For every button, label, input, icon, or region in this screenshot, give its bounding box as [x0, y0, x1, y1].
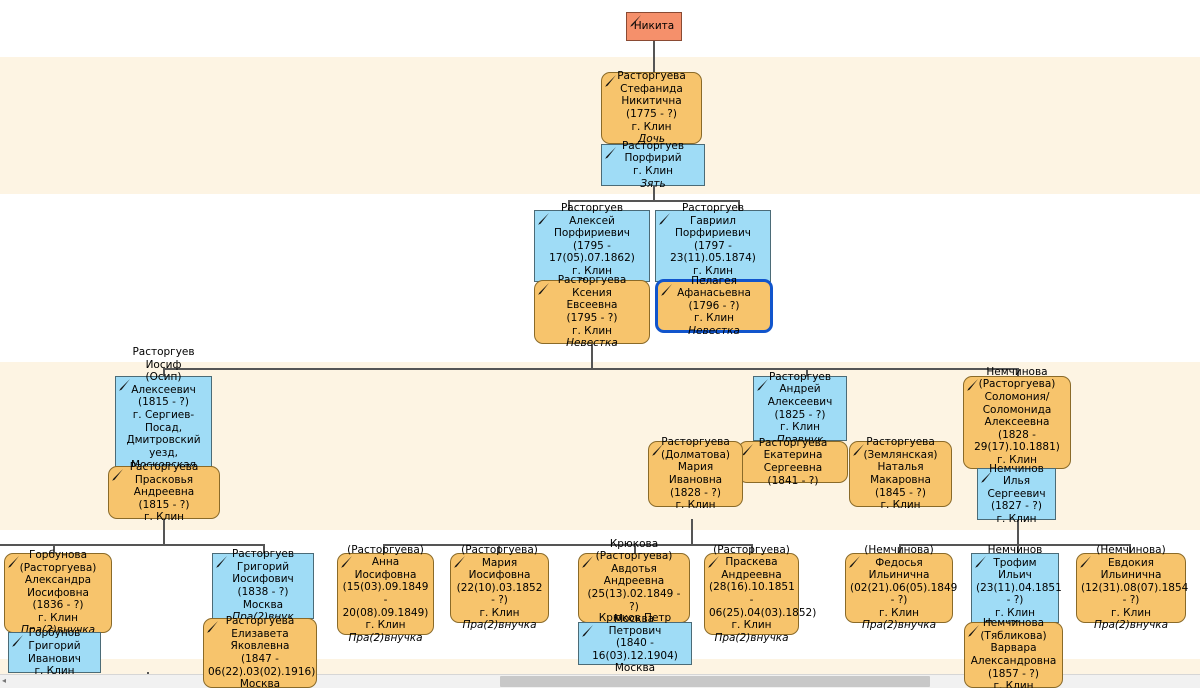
person-card-nikita[interactable]: Никита	[626, 12, 682, 41]
person-name-lines: (Расторгуева) Праскева Андреевна (28(16)…	[709, 543, 817, 632]
person-relation-label: Пра(2)внучка	[462, 619, 537, 632]
person-relation-label: Пра(2)внучка	[1093, 619, 1169, 632]
person-name-lines: Немчинов Илья Сергеевич (1827 - ?) г. Кл…	[987, 462, 1046, 525]
person-card-nemchinova-evdokiya[interactable]: (Немчинова) Евдокия Ильинична (12(31).08…	[1076, 544, 1188, 631]
person-name-lines: Расторгуев Андрей Алексеевич (1825 - ?) …	[767, 370, 833, 434]
person-card-rastorgueva-stefanida[interactable]: Расторгуева Стефанида Никитична (1775 - …	[601, 70, 702, 146]
person-name-lines: Расторгуев Алексей Порфириевич (1795 - 1…	[549, 201, 635, 277]
person-card-rastorguev-gavriil[interactable]: Расторгуев Гавриил Порфириевич (1797 - 2…	[655, 202, 771, 289]
person-name-lines: (Немчинова) Евдокия Ильинична (12(31).08…	[1081, 543, 1189, 619]
person-card-rastorgueva-praskovya[interactable]: Расторгуева Прасковья Андреевна (1815 - …	[108, 461, 220, 523]
connector-line	[634, 544, 636, 553]
person-name-lines: (Немчинова) Федосья Ильинична (02(21).06…	[850, 543, 958, 619]
connector-line	[163, 368, 1019, 370]
scrollbar-thumb[interactable]	[500, 676, 930, 687]
person-relation-label: Невестка	[688, 324, 740, 337]
connector-line	[1017, 519, 1019, 544]
person-name-lines: Расторгуева Стефанида Никитична (1775 - …	[617, 70, 686, 133]
connector-line	[738, 200, 740, 210]
person-name-lines: Немчинова (Тябликова) Варвара Александро…	[970, 617, 1057, 688]
connector-line	[591, 344, 593, 370]
person-name-lines: Горбунов Григорий Иванович г. Клин	[28, 627, 81, 678]
person-card-rastorgueva-elizaveta[interactable]: Расторгуева Елизавета Яковлевна (1847 - …	[203, 615, 317, 688]
person-card-rastorguev-aleksey[interactable]: Расторгуев Алексей Порфириевич (1795 - 1…	[534, 202, 650, 289]
connector-line	[1129, 544, 1131, 553]
person-name-lines: Немчинов Трофим Ильич (23(11).04.1851 - …	[976, 543, 1062, 619]
person-card-nemchinova-solomoniya[interactable]: Немчинова (Расторгуева) Соломония/Соломо…	[963, 366, 1071, 479]
connector-line	[899, 544, 901, 553]
person-relation-label: Пра(2)внучка	[861, 619, 937, 632]
person-card-rastorgueva-natalya[interactable]: Расторгуева (Землянская) Наталья Макаров…	[849, 436, 952, 511]
connector-line	[899, 544, 1131, 546]
connector-line	[163, 519, 165, 544]
connector-line	[163, 368, 165, 376]
person-card-rastorgueva-ekaterina[interactable]: Расторгуева Екатерина Сергеевна (1841 - …	[738, 437, 848, 487]
person-card-nemchinov-trofim[interactable]: Немчинов Трофим Ильич (23(11).04.1851 - …	[971, 544, 1062, 631]
person-name-lines: Крюкова (Расторгуева) Авдотья Андреевна …	[587, 537, 681, 626]
person-card-rastorguev-grigoriy[interactable]: Расторгуев Григорий Иосифович (1838 - ?)…	[212, 548, 314, 623]
connector-line	[383, 544, 753, 546]
connector-line	[568, 200, 570, 210]
person-name-lines: Крюков Петр Петрович (1840 - 16(03).12.1…	[592, 612, 678, 675]
person-name-lines: Расторгуева Прасковья Андреевна (1815 - …	[129, 461, 199, 524]
connector-line	[263, 544, 265, 553]
person-name-lines: Никита	[633, 20, 675, 33]
connector-line	[653, 41, 655, 72]
person-card-gorbunov-grigoriy[interactable]: Горбунов Григорий Иванович г. Клин	[8, 627, 101, 677]
person-relation-label: Пра(2)внучка	[714, 631, 789, 644]
person-name-lines: Расторгуев Гавриил Порфириевич (1797 - 2…	[670, 201, 756, 277]
person-name-lines: Расторгуев Порфирий г. Клин	[621, 139, 685, 177]
person-name-lines: Расторгуева (Долматова) Мария Ивановна (…	[660, 436, 731, 512]
connector-line	[0, 544, 265, 546]
connector-line	[498, 544, 500, 553]
connector-line	[1017, 544, 1019, 553]
person-relation-label: Зять	[640, 177, 666, 190]
person-card-rastorgueva-praskeva[interactable]: (Расторгуева) Праскева Андреевна (28(16)…	[704, 544, 816, 644]
person-card-rastorguev-iosif[interactable]: Расторгуев Иосиф (Осип) Алексеевич (1815…	[115, 346, 212, 496]
person-name-lines: Горбунова (Расторгуева) Александра Иосиф…	[19, 548, 97, 624]
person-name-lines: Расторгуева Елизавета Яковлевна (1847 - …	[208, 615, 316, 688]
connector-line	[53, 544, 55, 553]
person-card-rastorgueva-mariya[interactable]: (Расторгуева) Мария Иосифовна (22(10).03…	[450, 544, 549, 631]
scroll-left-arrow-icon[interactable]: ◂	[2, 676, 7, 685]
connector-line	[653, 175, 655, 202]
person-card-rastorgueva-kseniya[interactable]: Расторгуева Ксения Евсеевна (1795 - ?) г…	[534, 274, 650, 349]
person-name-lines: Пелагея Афанасьевна (1796 - ?) г. Клин	[677, 274, 751, 325]
person-name-lines: (Расторгуева) Анна Иосифовна (15(03).09.…	[342, 543, 429, 632]
person-name-lines: Расторгуев Иосиф (Осип) Алексеевич (1815…	[126, 345, 201, 484]
person-card-rastorgueva-anna[interactable]: (Расторгуева) Анна Иосифовна (15(03).09.…	[337, 544, 434, 644]
person-relation-label: Дочь	[637, 133, 666, 146]
person-name-lines: (Расторгуева) Мария Иосифовна (22(10).03…	[456, 543, 543, 619]
person-card-gorbunova-aleksandra[interactable]: Горбунова (Расторгуева) Александра Иосиф…	[4, 549, 112, 636]
person-relation-label: Невестка	[566, 337, 618, 350]
connector-line	[383, 544, 385, 553]
person-card-kryukov-petr[interactable]: Крюков Петр Петрович (1840 - 16(03).12.1…	[578, 612, 692, 674]
connector-line	[568, 200, 740, 202]
person-name-lines: Расторгуева Екатерина Сергеевна (1841 - …	[758, 436, 828, 487]
person-card-rastorgueva-mariya-dolmatova[interactable]: Расторгуева (Долматова) Мария Ивановна (…	[648, 436, 743, 511]
connector-line	[691, 519, 693, 544]
person-name-lines: Расторгуева (Землянская) Наталья Макаров…	[863, 436, 938, 512]
connector-line	[1017, 368, 1019, 376]
person-name-lines: Расторгуева Ксения Евсеевна (1795 - ?) г…	[557, 274, 627, 337]
person-card-nemchinov-ilya[interactable]: Немчинов Илья Сергеевич (1827 - ?) г. Кл…	[977, 463, 1056, 525]
person-relation-label: Пра(2)внучка	[348, 631, 423, 644]
connector-line	[806, 368, 808, 376]
person-name-lines: Расторгуев Григорий Иосифович (1838 - ?)…	[231, 548, 295, 611]
connector-line	[751, 544, 753, 553]
person-name-lines: Немчинова (Расторгуева) Соломония/Соломо…	[974, 365, 1060, 466]
generation-band-1	[0, 57, 1200, 194]
person-card-nemchinova-varvara[interactable]: Немчинова (Тябликова) Варвара Александро…	[964, 617, 1063, 688]
person-card-nemchinova-fedosya[interactable]: (Немчинова) Федосья Ильинична (02(21).06…	[845, 544, 957, 631]
person-card-rastorguev-andrey[interactable]: Расторгуев Андрей Алексеевич (1825 - ?) …	[753, 371, 847, 446]
